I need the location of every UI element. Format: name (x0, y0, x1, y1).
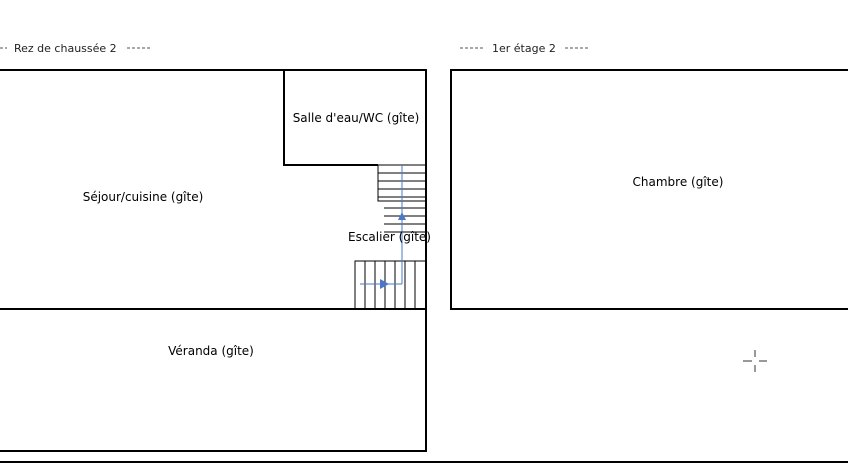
ground-floor-title: Rez de chaussée 2 (14, 42, 117, 55)
room-label-chambre: Chambre (gîte) (633, 175, 724, 189)
floor-title-upper: 1er étage 2 (460, 42, 589, 55)
floor-title-ground: Rez de chaussée 2 (0, 42, 152, 55)
room-label-escalier: Escalier (gîte) (348, 230, 431, 244)
crosshair-icon (743, 350, 767, 372)
room-label-veranda: Véranda (gîte) (168, 344, 254, 358)
room-label-sejour: Séjour/cuisine (gîte) (83, 190, 204, 204)
blue-arrow-icon (398, 212, 406, 220)
upper-floor-title: 1er étage 2 (492, 42, 556, 55)
salle-eau-wall (283, 70, 378, 166)
room-label-salle-eau: Salle d'eau/WC (gîte) (293, 111, 420, 125)
stairs (354, 164, 427, 310)
blue-arrow-icon (380, 279, 389, 289)
upper-floor-outline (450, 69, 848, 310)
